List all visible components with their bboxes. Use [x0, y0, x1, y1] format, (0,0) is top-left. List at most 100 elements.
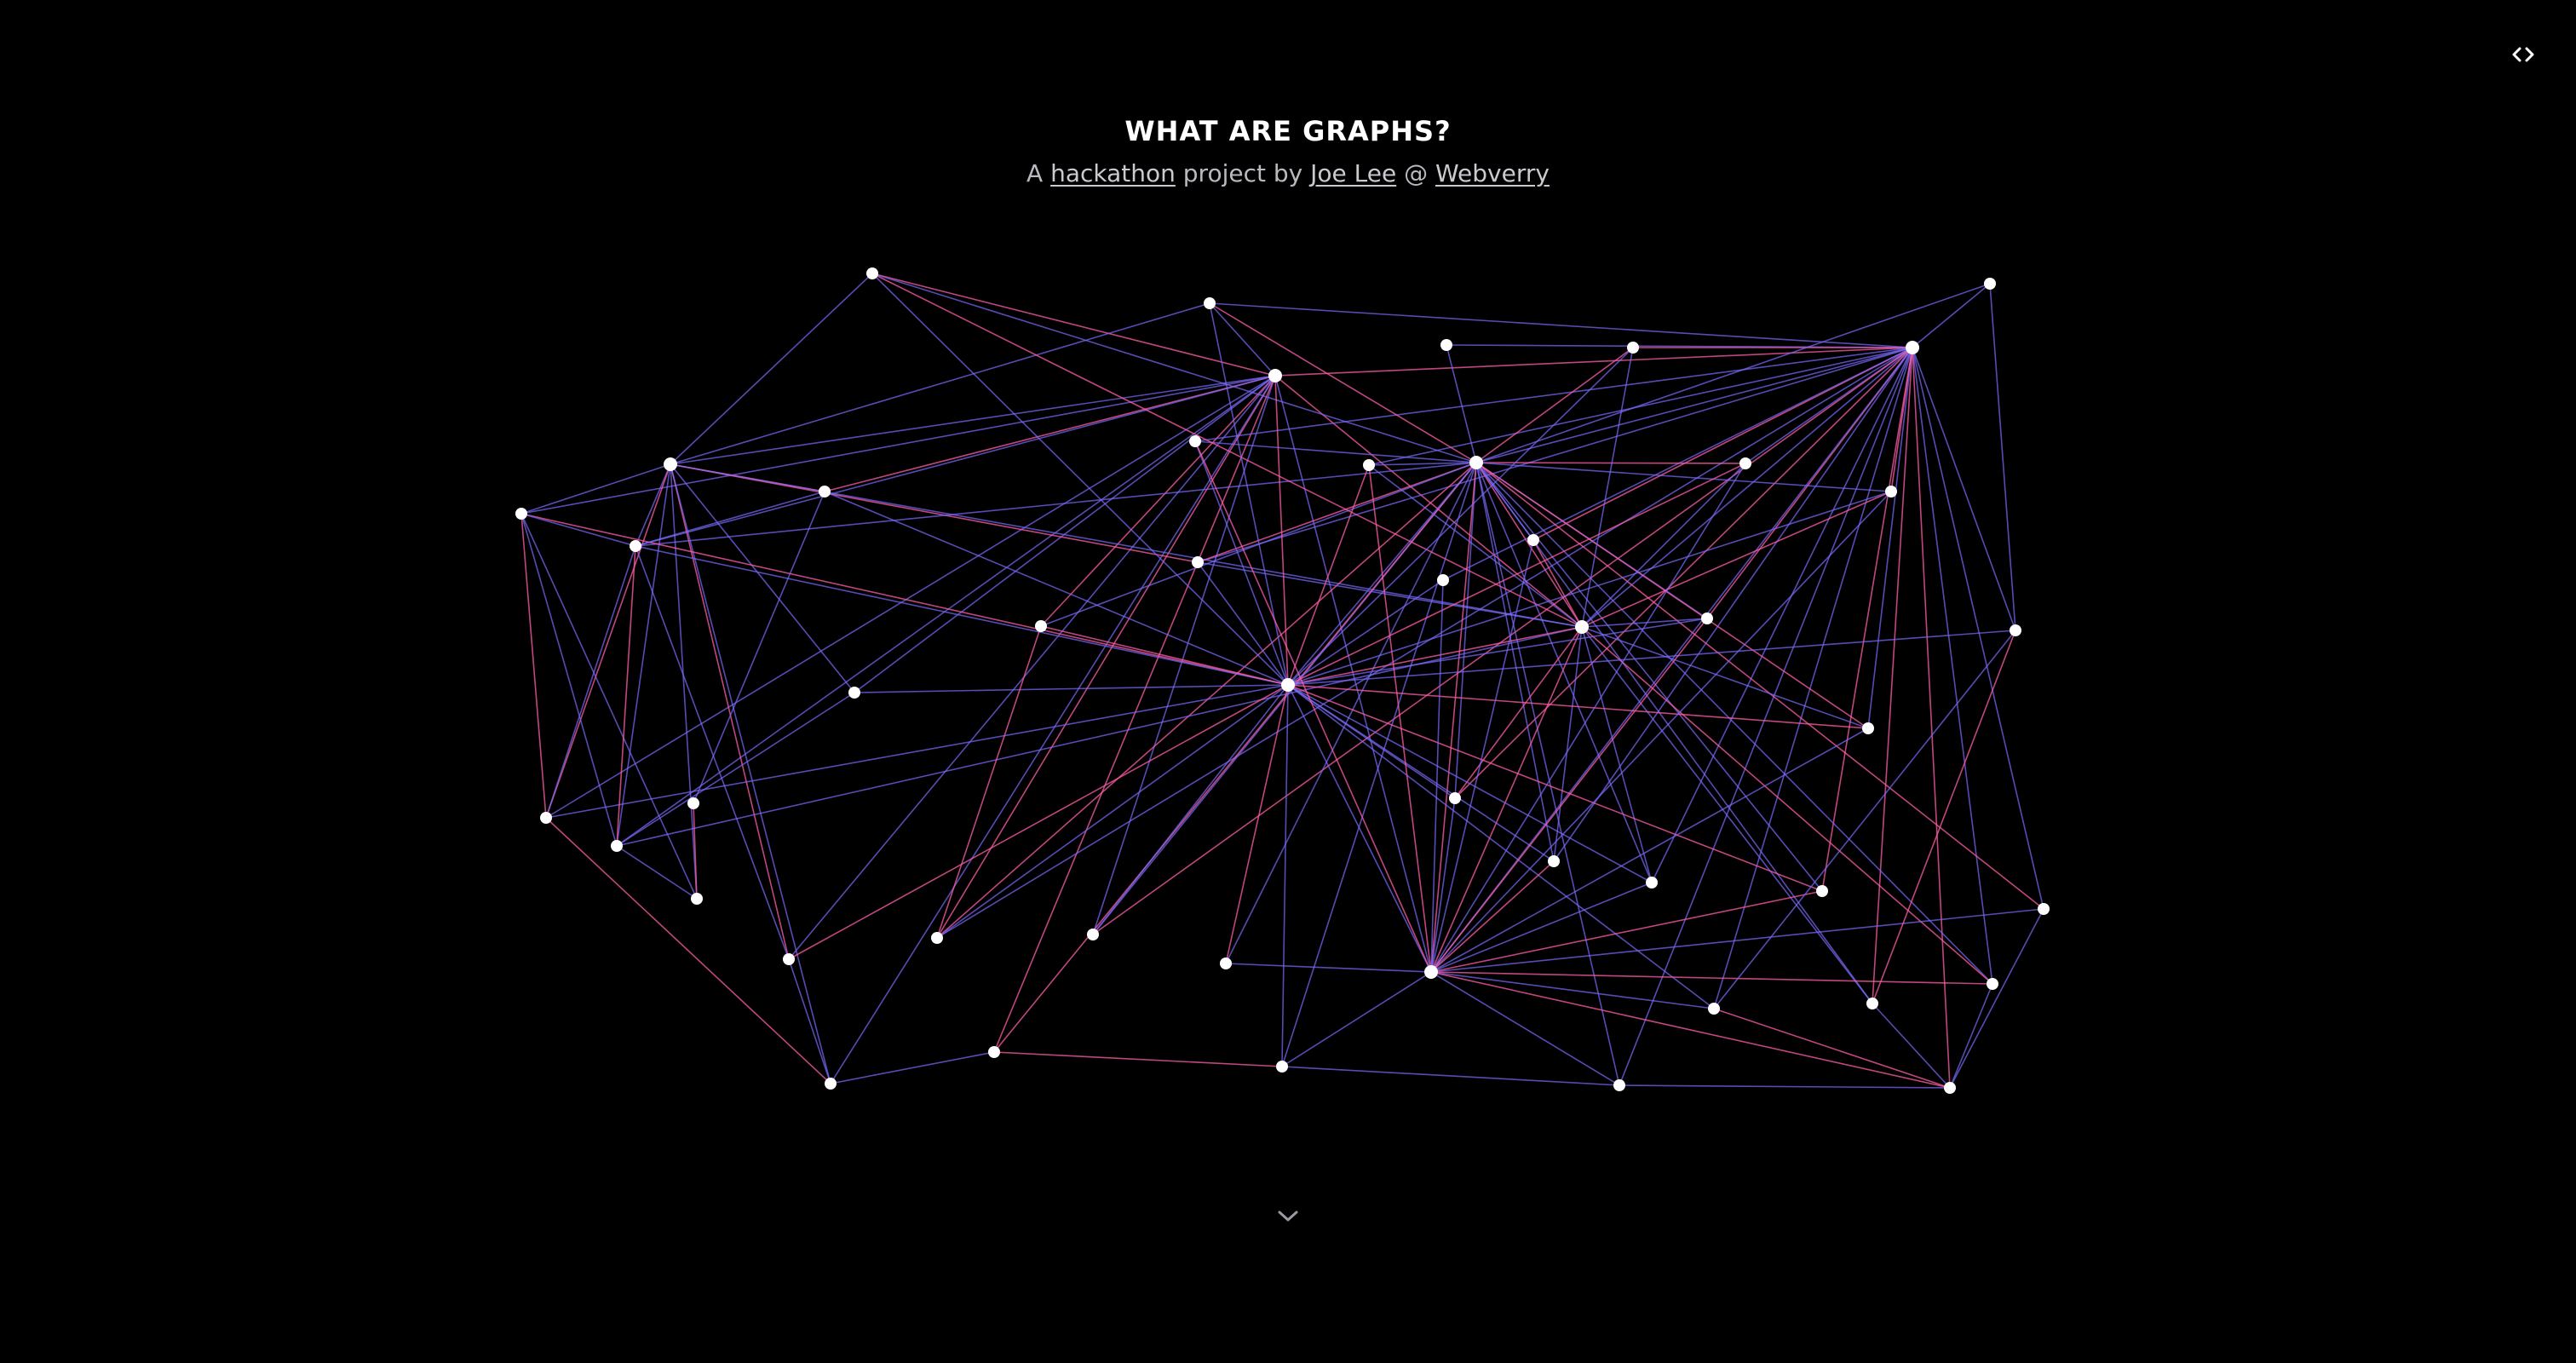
graph-edge [1287, 626, 1583, 686]
graph-edge [1475, 462, 1823, 892]
graph-edge [520, 375, 1276, 515]
graph-edge [788, 684, 1289, 960]
graph-edge [1040, 625, 1289, 686]
graph-node[interactable] [1627, 342, 1639, 354]
graph-edge [545, 545, 636, 819]
graph-edge [670, 302, 1210, 465]
graph-node[interactable] [2010, 624, 2021, 636]
graph-edge [1949, 908, 2044, 1089]
graph-edge [1475, 462, 1653, 883]
graph-node[interactable] [866, 267, 878, 279]
graph-node[interactable] [1437, 574, 1449, 586]
graph-node[interactable] [1276, 1061, 1288, 1073]
graph-node[interactable] [1268, 369, 1282, 382]
graph-node[interactable] [1204, 297, 1216, 309]
graph-edge [670, 375, 1276, 465]
graph-edge [936, 684, 1289, 939]
code-toggle-button[interactable] [2508, 39, 2539, 70]
graph-node[interactable] [1440, 339, 1452, 351]
graph-node[interactable] [783, 953, 795, 965]
page-header: WHAT ARE GRAPHS? A hackathon project by … [0, 112, 2576, 193]
graph-node[interactable] [1527, 534, 1539, 546]
graph-node[interactable] [1282, 679, 1294, 691]
graph-edge [635, 463, 671, 547]
graph-node[interactable] [988, 1046, 1000, 1058]
graph-node[interactable] [540, 812, 552, 824]
graph-node[interactable] [611, 840, 623, 852]
graph-node[interactable] [1906, 341, 1919, 354]
graph-node[interactable] [691, 893, 703, 905]
graph-edge [1225, 963, 1432, 973]
graph-edge [1651, 347, 1913, 883]
graph-node[interactable] [1220, 958, 1232, 969]
graph-edge [993, 1051, 1283, 1067]
graph-edge [871, 273, 1276, 377]
graph-edge [670, 273, 873, 465]
graph-edge [670, 463, 698, 900]
graph-node[interactable] [1087, 929, 1099, 940]
scroll-down-button[interactable] [1273, 1201, 1303, 1232]
company-link[interactable]: Webverry [1435, 159, 1550, 187]
graph-node[interactable] [1862, 722, 1874, 734]
graph-node[interactable] [825, 1078, 837, 1090]
graph-node[interactable] [1192, 556, 1204, 568]
graph-node[interactable] [2038, 903, 2050, 915]
graph-node[interactable] [1866, 998, 1878, 1009]
graph-node[interactable] [1449, 792, 1461, 804]
graph-edge [936, 462, 1477, 939]
graph-edge [1287, 347, 1634, 686]
hackathon-link[interactable]: hackathon [1050, 159, 1176, 187]
graph-node[interactable] [1646, 877, 1658, 889]
graph-node[interactable] [1424, 965, 1438, 979]
graph-edge [545, 375, 1276, 819]
graph-edge [1581, 347, 1913, 628]
graph-node[interactable] [1469, 456, 1483, 469]
page-subtitle: A hackathon project by Joe Lee @ Webverr… [0, 155, 2576, 193]
graph-node[interactable] [687, 797, 699, 809]
graph-node[interactable] [1739, 457, 1751, 469]
graph-node[interactable] [630, 540, 641, 552]
graph-edge [1581, 626, 1869, 729]
graph-edge [1475, 283, 1991, 463]
graph-edge [616, 545, 636, 847]
graph-edge [1446, 344, 1477, 463]
graph-node[interactable] [1701, 612, 1713, 624]
graph-edge [1581, 347, 1634, 628]
graph-node[interactable] [1944, 1082, 1956, 1094]
graph-edge [1281, 684, 1289, 1067]
graph-node[interactable] [1987, 978, 1998, 990]
graph-edge [1287, 630, 2016, 686]
graph-node[interactable] [1984, 278, 1996, 290]
graph-node[interactable] [515, 508, 527, 520]
graph-node[interactable] [1548, 855, 1560, 867]
graph-edge [1430, 728, 1869, 973]
graph-node[interactable] [1816, 885, 1828, 897]
graph-edge [1368, 464, 1583, 628]
graph-edge [1581, 626, 1653, 883]
graph-node[interactable] [1708, 1003, 1720, 1015]
graph-edge [1581, 626, 1993, 985]
graph-node[interactable] [1575, 620, 1589, 634]
graph-node[interactable] [664, 457, 677, 471]
graph-edge [1872, 1003, 1951, 1089]
graph-edge [824, 491, 1289, 686]
graph-edge [993, 375, 1276, 1053]
graph-edge [1287, 684, 1432, 973]
graph-node[interactable] [819, 486, 831, 497]
graph-edge [635, 545, 790, 960]
graph-edge [1619, 347, 1913, 1086]
author-link[interactable]: Joe Lee [1310, 159, 1397, 187]
graph-edge [670, 463, 855, 693]
graph-node[interactable] [848, 687, 860, 699]
graph-edge [1475, 462, 1993, 985]
graph-edge [1092, 684, 1289, 935]
graph-node[interactable] [1363, 459, 1375, 471]
graph-node[interactable] [1885, 486, 1897, 497]
graph-edge [936, 375, 1276, 939]
graph-node[interactable] [1613, 1079, 1625, 1091]
graph-edge [1553, 347, 1913, 862]
graph-node[interactable] [931, 932, 943, 944]
graph-node[interactable] [1189, 435, 1201, 447]
graph-node[interactable] [1035, 620, 1047, 632]
